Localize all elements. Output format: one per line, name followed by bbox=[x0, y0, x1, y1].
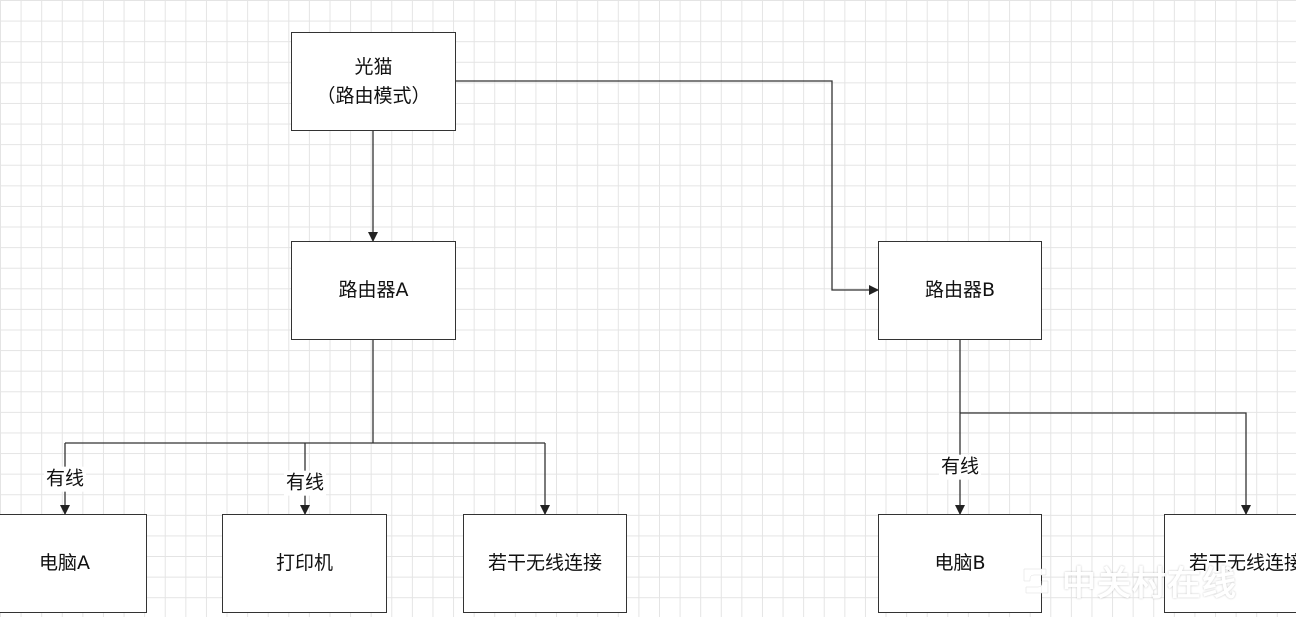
node-modem-line1: 光猫 bbox=[354, 56, 393, 78]
node-pc-b-label: 电脑B bbox=[934, 552, 986, 575]
node-printer-label: 打印机 bbox=[275, 552, 333, 575]
edge-label-pc-b: 有线 bbox=[938, 454, 982, 480]
node-wireless-a-label: 若干无线连接 bbox=[487, 552, 602, 575]
node-wireless-b[interactable]: 若干无线连接 bbox=[1164, 514, 1296, 613]
node-wireless-b-label: 若干无线连接 bbox=[1188, 552, 1296, 575]
edge-modem-router-b bbox=[455, 80, 879, 295]
node-router-a-label: 路由器A bbox=[338, 279, 409, 302]
node-pc-b[interactable]: 电脑B bbox=[878, 514, 1042, 613]
edge-label-printer: 有线 bbox=[283, 470, 327, 496]
node-modem[interactable]: 光猫 （路由模式） bbox=[291, 32, 456, 131]
node-router-a[interactable]: 路由器A bbox=[291, 241, 456, 340]
zol-logo-icon bbox=[1016, 561, 1056, 601]
node-printer[interactable]: 打印机 bbox=[222, 514, 387, 613]
watermark-text: 中关村在线 bbox=[1062, 564, 1237, 604]
node-modem-line2: （路由模式） bbox=[316, 84, 431, 107]
node-router-b[interactable]: 路由器B bbox=[878, 241, 1042, 340]
watermark: 中关村在线 bbox=[1016, 556, 1237, 605]
node-pc-a[interactable]: 电脑A bbox=[0, 514, 147, 613]
edge-label-pc-a: 有线 bbox=[43, 466, 87, 492]
node-router-b-label: 路由器B bbox=[924, 279, 996, 302]
node-pc-a-label: 电脑A bbox=[39, 552, 90, 575]
edge-router-b-wireless bbox=[960, 412, 1251, 515]
node-wireless-a[interactable]: 若干无线连接 bbox=[463, 514, 627, 613]
